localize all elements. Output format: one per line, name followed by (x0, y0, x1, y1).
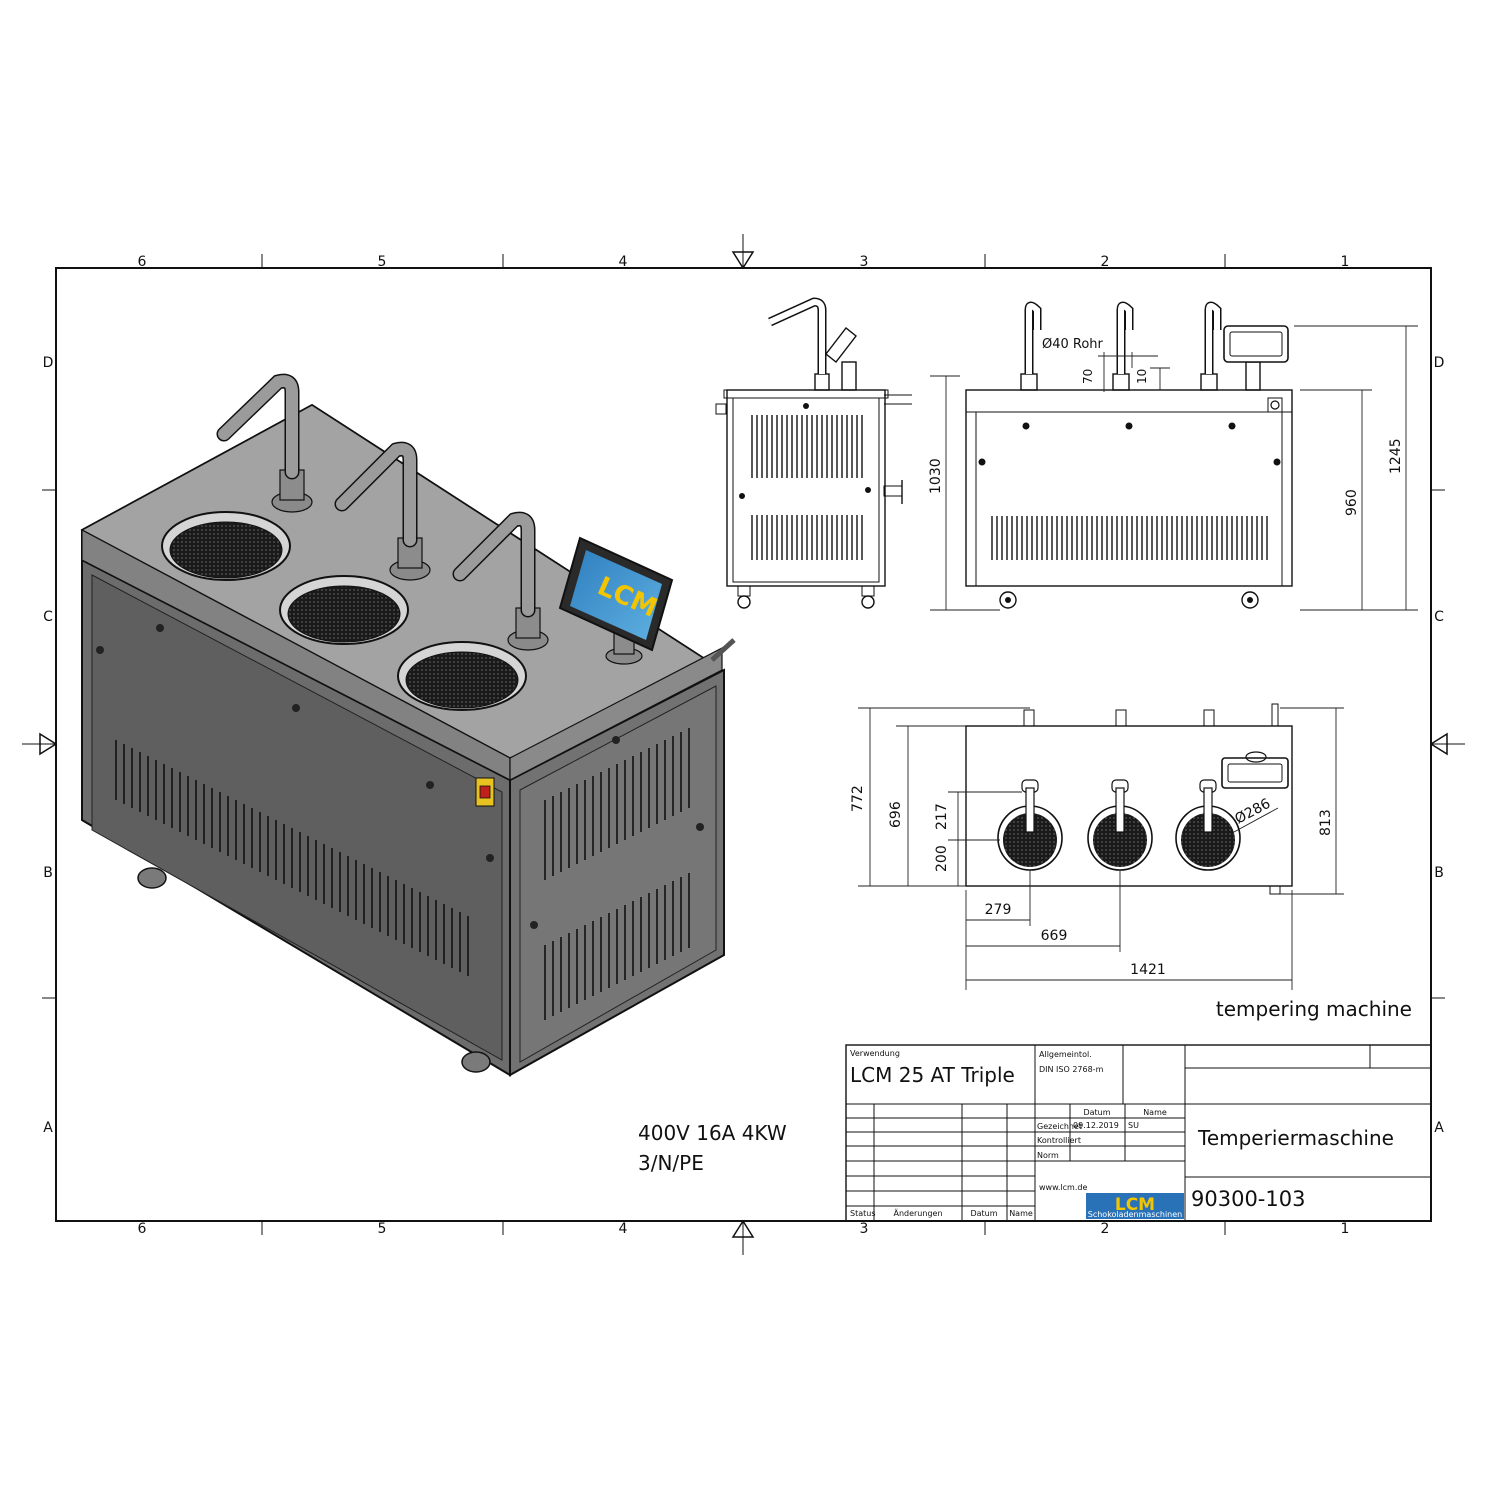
rev-name: Name (1009, 1209, 1033, 1218)
tank-2 (279, 575, 409, 645)
main-switch (475, 777, 495, 807)
centering-mark-bottom (731, 1219, 755, 1255)
dim-diameter-286: Ø286 (1232, 796, 1273, 828)
control-screen: LCM (558, 536, 674, 665)
dim-70: 70 (1081, 369, 1095, 384)
top-view-tank-3 (1175, 779, 1241, 871)
zone-label-right-D: D (1434, 355, 1445, 371)
dim-pipe-diameter: Ø40 Rohr (1042, 337, 1104, 352)
zone-label-left-B: B (43, 865, 53, 881)
row-norm: Norm (1037, 1151, 1059, 1160)
front-view: Ø40 Rohr 70 10 960 1245 1030 (928, 301, 1418, 611)
dim-10: 10 (1135, 369, 1149, 384)
power-spec-line-1: 400V 16A 4KW (638, 1121, 787, 1145)
zone-label-left-D: D (43, 355, 54, 371)
zone-label-top-5: 5 (378, 254, 387, 270)
drawn-date: 09.12.2019 (1073, 1121, 1119, 1130)
zone-label-right-A: A (1434, 1120, 1444, 1136)
tank-1 (161, 511, 291, 581)
rev-status: Status (850, 1209, 876, 1218)
pipe-3 (452, 511, 549, 651)
logo-subtitle: Schokoladenmaschinen (1088, 1210, 1183, 1219)
dim-669: 669 (1041, 928, 1068, 944)
zone-label-left-A: A (43, 1120, 53, 1136)
caster-wheels (137, 867, 491, 1073)
centering-mark-left (22, 732, 58, 756)
isometric-view: LCM (80, 373, 736, 1077)
zone-label-top-3: 3 (860, 254, 869, 270)
top-view-tank-2 (1087, 779, 1153, 871)
top-view-tank-1 (997, 779, 1063, 871)
drawing-caption: tempering machine (1216, 997, 1412, 1021)
zone-label-top-1: 1 (1341, 254, 1350, 270)
label-tolerance: Allgemeintol. (1039, 1050, 1092, 1059)
zone-label-top-4: 4 (619, 254, 628, 270)
zone-label-bottom-2: 2 (1101, 1221, 1110, 1237)
col-datum: Datum (1083, 1108, 1110, 1117)
dim-960: 960 (1344, 489, 1360, 516)
zone-label-left-C: C (43, 609, 53, 625)
row-kontrolliert: Kontrolliert (1037, 1136, 1081, 1145)
zone-label-right-C: C (1434, 609, 1444, 625)
drawn-by: SU (1128, 1121, 1139, 1130)
zone-label-bottom-6: 6 (138, 1221, 147, 1237)
label-verwendung: Verwendung (850, 1049, 900, 1058)
front-vent-grille (115, 740, 469, 976)
dim-813: 813 (1318, 809, 1334, 836)
cabinet-screws (96, 624, 704, 929)
side-vent-grille-lower (544, 873, 690, 1020)
dim-217: 217 (934, 803, 950, 830)
centering-mark-top (731, 234, 755, 270)
rev-changes: Änderungen (893, 1208, 942, 1218)
dim-772: 772 (850, 785, 866, 812)
top-view: 772 696 217 200 Ø286 813 279 669 1421 (850, 703, 1344, 990)
dim-200: 200 (934, 845, 950, 872)
logo-text: LCM (1115, 1195, 1155, 1215)
tank-3 (397, 641, 527, 711)
side-vent-grille-upper (544, 728, 690, 880)
drawing-number: 90300-103 (1191, 1187, 1305, 1211)
drawing-frame: 6 5 4 3 2 1 6 5 4 3 2 1 D C B A D C B A (22, 234, 1465, 1255)
zone-label-bottom-1: 1 (1341, 1221, 1350, 1237)
row-gezeichnet: Gezeichnet (1037, 1122, 1082, 1131)
centering-mark-right (1429, 732, 1465, 756)
power-spec-line-2: 3/N/PE (638, 1151, 704, 1175)
zone-label-bottom-5: 5 (378, 1221, 387, 1237)
zone-label-bottom-3: 3 (860, 1221, 869, 1237)
dim-1030: 1030 (928, 458, 944, 494)
drawing-title: Temperiermaschine (1197, 1126, 1394, 1150)
dim-1245: 1245 (1388, 438, 1404, 474)
dim-696: 696 (888, 801, 904, 828)
title-block: Verwendung LCM 25 AT Triple Allgemeintol… (845, 1044, 1432, 1222)
zone-label-bottom-4: 4 (619, 1221, 628, 1237)
dim-1421: 1421 (1130, 962, 1166, 978)
front-view-dimension-lines (930, 325, 1418, 611)
zone-label-top-6: 6 (138, 254, 147, 270)
pipe-2 (334, 441, 431, 581)
col-name: Name (1143, 1108, 1167, 1117)
tolerance-standard: DIN ISO 2768-m (1039, 1065, 1104, 1074)
top-view-dimension-lines (858, 707, 1344, 990)
zone-label-right-B: B (1434, 865, 1444, 881)
rev-datum: Datum (970, 1209, 997, 1218)
zone-label-top-2: 2 (1101, 254, 1110, 270)
front-view-pipes (1020, 301, 1289, 391)
pipe-1 (216, 373, 313, 513)
side-view (715, 297, 912, 609)
product-name: LCM 25 AT Triple (850, 1063, 1015, 1087)
lcm-logo: LCM Schokoladenmaschinen (1086, 1193, 1184, 1219)
website: www.lcm.de (1039, 1183, 1087, 1192)
dim-279: 279 (985, 902, 1012, 918)
